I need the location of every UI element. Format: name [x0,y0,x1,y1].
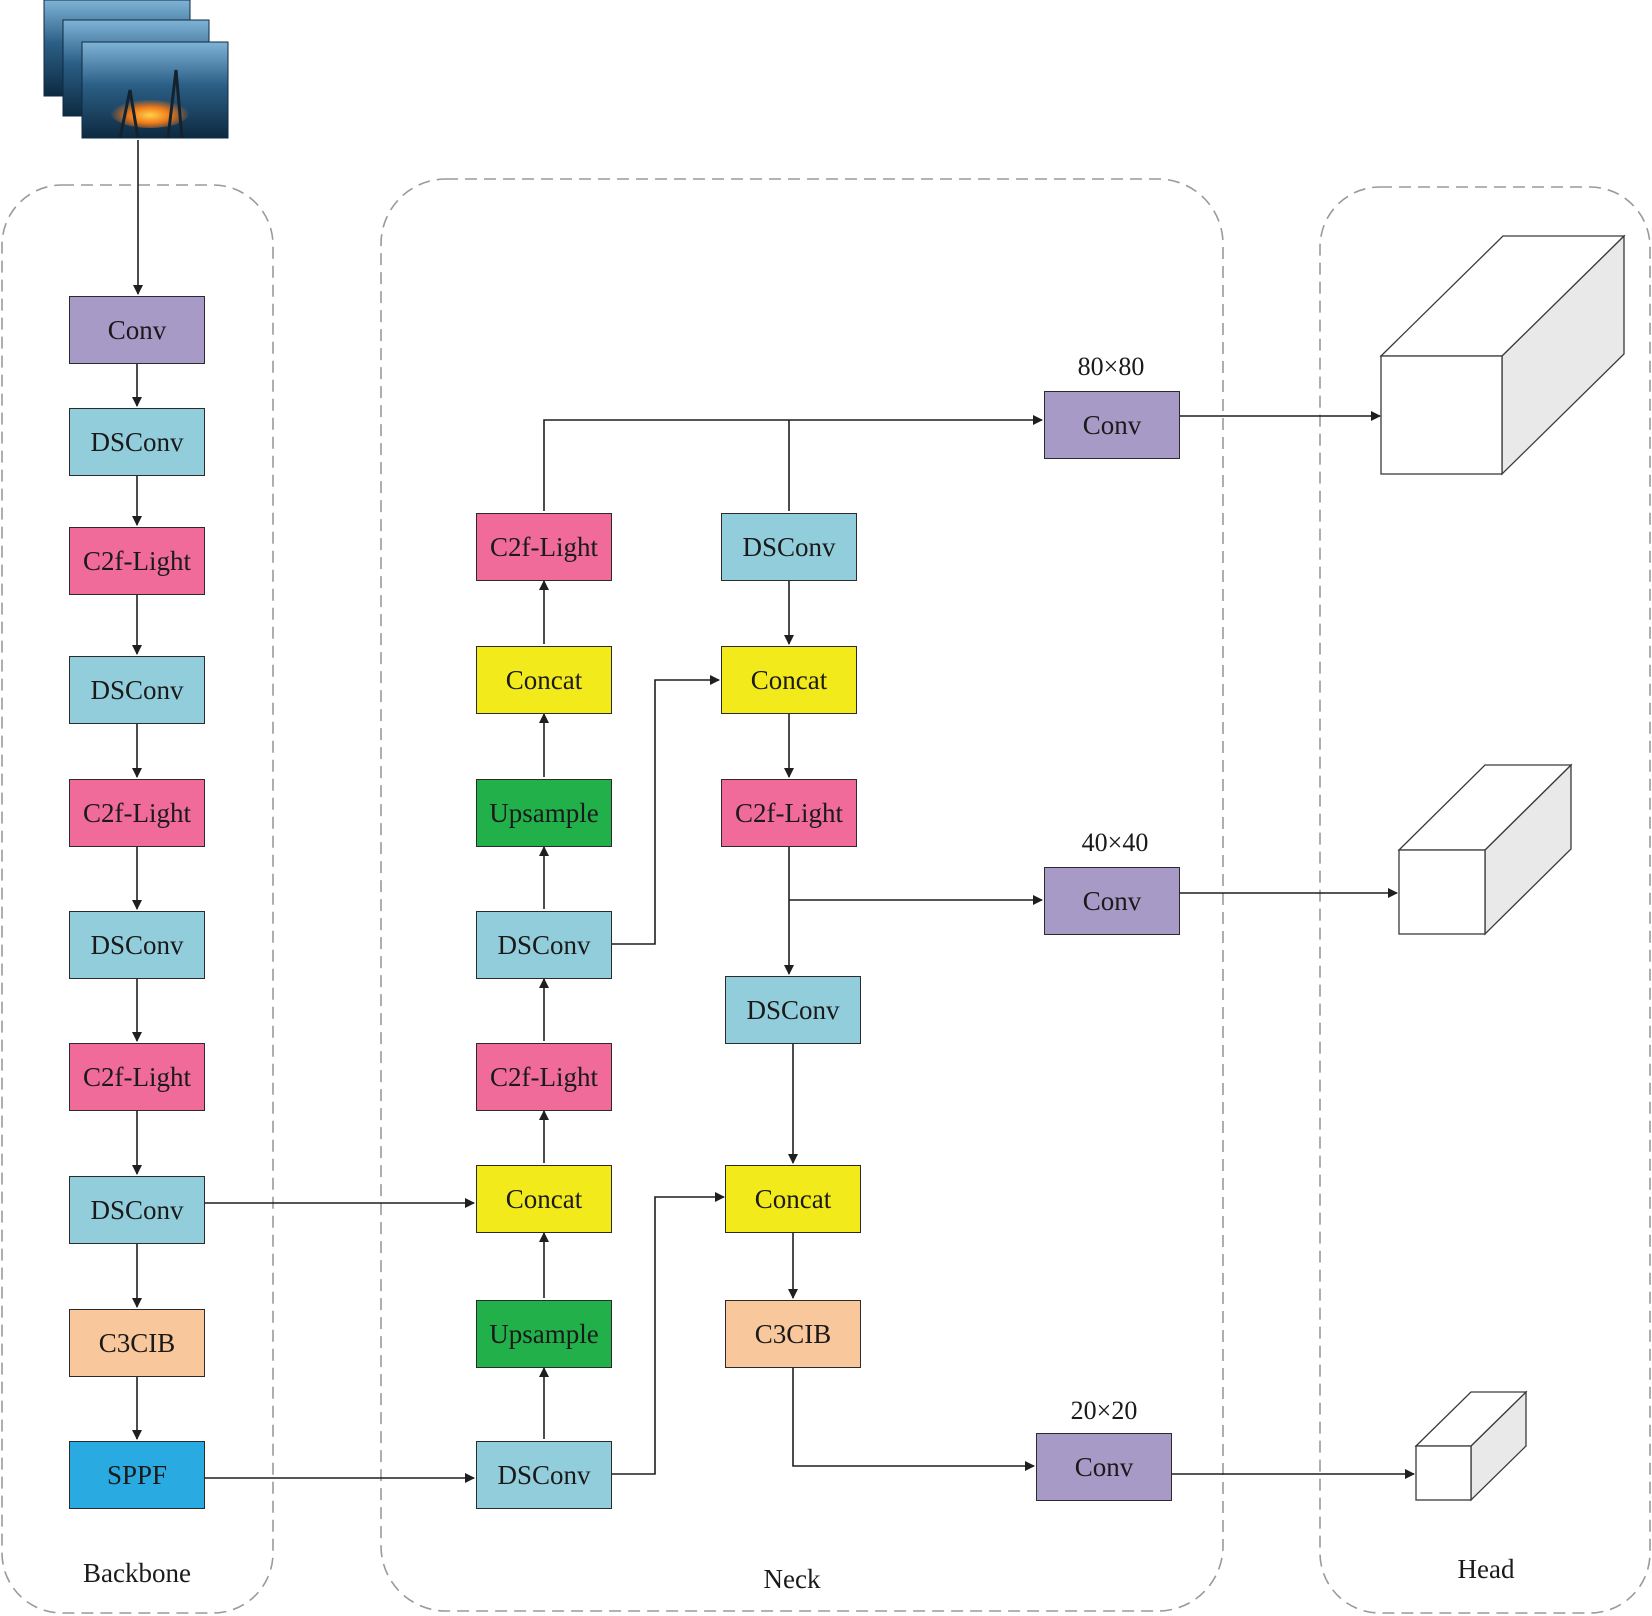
backbone-dsconv-2: DSConv [69,656,205,724]
backbone-label: Backbone [83,1558,191,1588]
neck-concat-high: Concat [476,646,612,714]
head-conv-20: Conv [1036,1433,1172,1501]
head-region [1319,186,1651,1614]
neck-upsample-high: Upsample [476,779,612,847]
neck-concat-low: Concat [476,1165,612,1233]
neck-c2f-light-right: C2f-Light [721,779,857,847]
input-image-stack [43,0,229,139]
head-output-20-icon [1414,1390,1528,1502]
backbone-dsconv-3: DSConv [69,911,205,979]
neck-c3cib-right: C3CIB [725,1300,861,1368]
neck-c2f-light-mid: C2f-Light [476,1043,612,1111]
neck-region [380,178,1224,1612]
neck-c2f-light-top: C2f-Light [476,513,612,581]
backbone-region [1,184,274,1614]
size-label-20: 20×20 [1070,1396,1138,1425]
neck-label: Neck [763,1564,821,1594]
head-conv-80: Conv [1044,391,1180,459]
head-conv-40: Conv [1044,867,1180,935]
size-label-40: 40×40 [1081,828,1149,857]
backbone-c3cib: C3CIB [69,1309,205,1377]
neck-concat-right-top: Concat [721,646,857,714]
backbone-sppf: SPPF [69,1441,205,1509]
size-label-80: 80×80 [1077,352,1145,381]
neck-concat-right-low: Concat [725,1165,861,1233]
head-output-40-icon [1397,763,1573,936]
neck-dsconv-right-top: DSConv [721,513,857,581]
backbone-c2f-light-1: C2f-Light [69,527,205,595]
backbone-c2f-light-2: C2f-Light [69,779,205,847]
head-output-80-icon [1379,234,1626,476]
backbone-conv: Conv [69,296,205,364]
backbone-dsconv-1: DSConv [69,408,205,476]
neck-dsconv-mid: DSConv [476,911,612,979]
backbone-c2f-light-3: C2f-Light [69,1043,205,1111]
head-label: Head [1457,1554,1515,1584]
neck-upsample-low: Upsample [476,1300,612,1368]
neck-dsconv-right-mid: DSConv [725,976,861,1044]
neck-dsconv-bottom: DSConv [476,1441,612,1509]
backbone-dsconv-4: DSConv [69,1176,205,1244]
